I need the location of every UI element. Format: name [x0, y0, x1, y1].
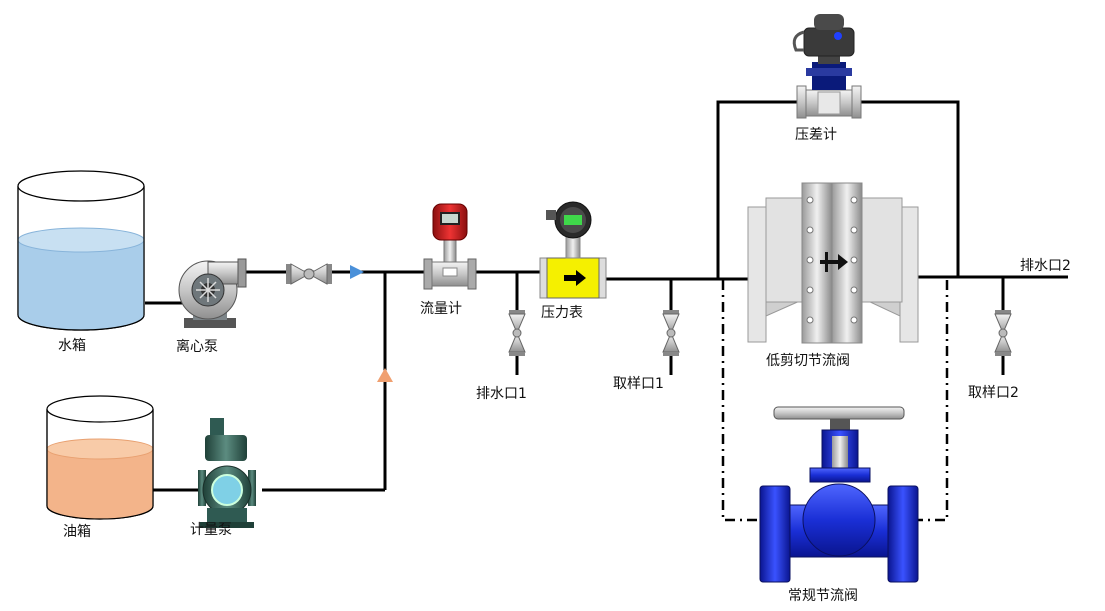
arrow-right-icon — [564, 270, 586, 286]
differential-pressure-meter — [792, 14, 862, 119]
label-sample-2: 取样口2 — [968, 385, 1019, 401]
low-shear-valve — [747, 182, 919, 344]
sample-valve-1 — [662, 310, 680, 356]
label-flowmeter: 流量计 — [420, 301, 462, 317]
flowmeter — [423, 203, 477, 290]
drain-valve-1 — [508, 310, 526, 356]
oil-tank — [46, 395, 154, 520]
water-tank — [17, 170, 145, 331]
bypass-line — [721, 280, 949, 522]
flow-arrow-oil-icon — [377, 368, 393, 382]
conventional-valve — [759, 406, 919, 583]
label-low-shear-valve: 低剪切节流阀 — [766, 353, 850, 369]
centrifugal-pump — [178, 258, 247, 328]
label-drain-1: 排水口1 — [476, 386, 527, 402]
metering-pump — [198, 418, 256, 528]
flow-arrow-water-icon — [350, 265, 364, 279]
sample-valve-2 — [994, 310, 1012, 356]
pipe-dp-left — [716, 100, 800, 279]
inline-valve — [286, 263, 332, 285]
label-metering-pump: 计量泵 — [190, 522, 232, 538]
label-diff-pressure-meter: 压差计 — [795, 127, 837, 143]
label-sample-1: 取样口1 — [613, 376, 664, 392]
arrow-right-icon — [820, 252, 848, 272]
label-oil-tank: 油箱 — [63, 524, 91, 540]
label-conventional-valve: 常规节流阀 — [788, 588, 858, 604]
label-drain-2: 排水口2 — [1020, 258, 1071, 274]
label-centrifugal-pump: 离心泵 — [176, 338, 218, 355]
pipe-dp-right — [858, 100, 960, 277]
label-pressure-gauge: 压力表 — [541, 305, 583, 321]
pressure-gauge — [539, 201, 607, 299]
label-water-tank: 水箱 — [58, 338, 86, 354]
